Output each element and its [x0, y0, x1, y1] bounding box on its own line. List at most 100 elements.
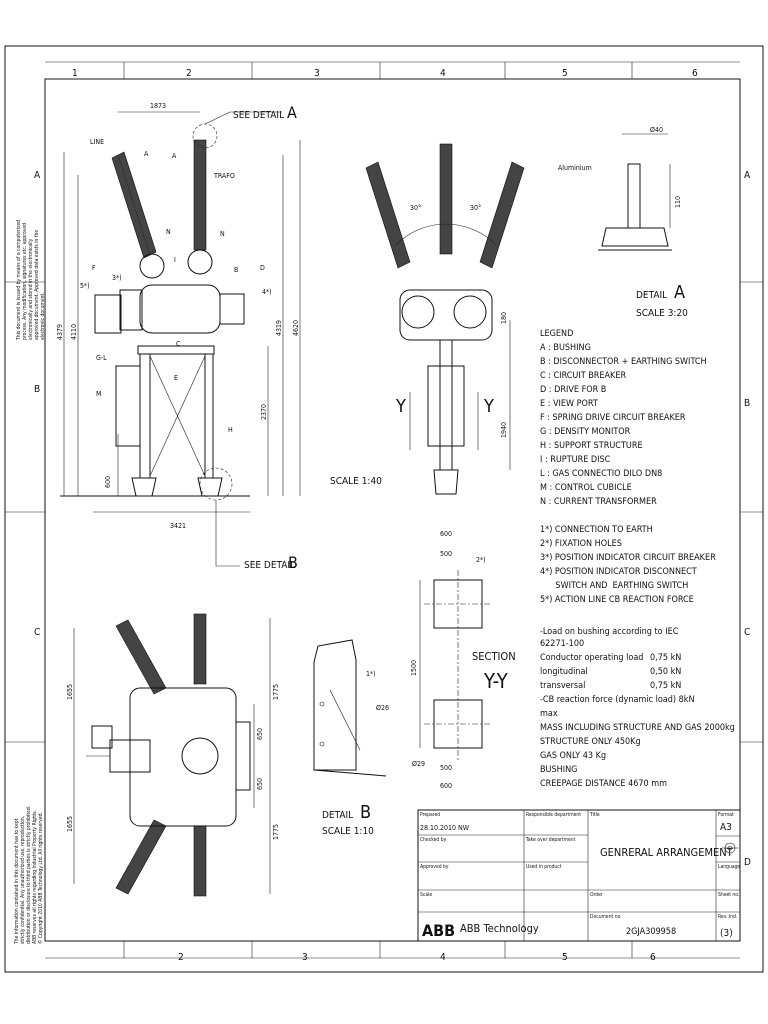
copyright-note-bottom: The information contained in this docume… [14, 806, 44, 945]
detail-b-scale: SCALE 1:10 [322, 826, 374, 837]
tb-doc-label: Document no. [590, 914, 622, 920]
row-label-b-right: B [744, 398, 750, 409]
top-dim-650-b: 650 [256, 778, 264, 790]
load-row-key: Conductor operating load [540, 653, 643, 663]
angle-30-left: 30° [410, 204, 421, 212]
tb-scale-label: Scale [420, 892, 432, 898]
tb-approved-label: Approved by [420, 864, 449, 870]
callout-i: I [174, 256, 176, 264]
load-extra: STRUCTURE ONLY 450Kg [540, 737, 641, 747]
load-notes: -Load on bushing according to IEC 62271-… [540, 627, 735, 789]
outer-frame [4, 45, 764, 973]
top-dim-1775-a: 1775 [272, 684, 280, 700]
tb-sheet-label: Sheet no. [718, 892, 739, 898]
callout-h: H [228, 426, 233, 434]
callout-a-left: A [144, 150, 149, 158]
callout-e: E [174, 374, 178, 382]
breaker-tank [139, 284, 221, 334]
top-dim-1775-b: 1775 [272, 824, 280, 840]
detail-a-scale: SCALE 3:20 [636, 308, 688, 319]
callout-c: C [176, 340, 181, 348]
control-cubicle [115, 365, 141, 447]
detail-a-label: DETAIL [636, 290, 667, 301]
section-yy-label: Y-Y [483, 669, 509, 693]
detail-b-note: 1*) [366, 670, 376, 678]
angle-30-right: 30° [470, 204, 481, 212]
load-line: 62271-100 [540, 639, 584, 649]
side-bushing-right [479, 161, 525, 269]
top-dim-650-a: 650 [256, 728, 264, 740]
callout-4: 4*) [262, 288, 272, 296]
detail-b-letter-big: B [360, 802, 371, 823]
callout-n-left: N [166, 228, 171, 236]
load-extra: GAS ONLY 43 Kg [540, 751, 606, 761]
legend-note: SWITCH AND EARTHING SWITCH [540, 581, 688, 591]
callout-g-l: G-L [96, 354, 107, 362]
top-dim-1655-a: 1655 [66, 684, 74, 700]
col-label-bottom-3: 3 [302, 952, 308, 963]
svg-text:The information contained in t: The information contained in this docume… [14, 818, 20, 945]
legend-item: E : VIEW PORT [540, 399, 598, 409]
callout-b: B [234, 266, 238, 274]
load-row-key: transversal [540, 681, 585, 691]
load-line: -Load on bushing according to IEC [540, 627, 679, 637]
dim-1940: 1940 [500, 422, 508, 438]
svg-text:© Copyright 2010 ABB Technolog: © Copyright 2010 ABB Technology Ltd. All… [37, 812, 44, 944]
section-dim-500-bottom: 500 [440, 764, 452, 772]
dim-4379: 4379 [56, 324, 64, 340]
side-view-scale: SCALE 1:40 [330, 476, 382, 487]
tb-rev: (3) [720, 928, 733, 939]
legend-item: N : CURRENT TRANSFORMER [540, 497, 657, 507]
detail-b-circle [199, 467, 233, 501]
legend-item: D : DRIVE FOR B [540, 385, 606, 395]
side-view: 30° 30° 180 1940 Y Y SCALE 1:40 [330, 143, 525, 495]
section-label: SECTION [472, 650, 516, 663]
legend-item: L : GAS CONNECTIO DILO DN8 [540, 469, 662, 479]
tb-used-in-label: Used in product [526, 864, 562, 870]
tb-title: GENRERAL ARRANGEMENT [600, 846, 734, 859]
detail-a-dia: Ø40 [650, 126, 663, 134]
tb-checked-label: Checked by [420, 837, 447, 843]
legend-note: 3*) POSITION INDICATOR CIRCUIT BREAKER [540, 553, 716, 563]
legend-note: 5*) ACTION LINE CB REACTION FORCE [540, 595, 694, 605]
tb-company: ABB Technology [460, 922, 539, 935]
label-line: LINE [90, 138, 104, 146]
load-extra: MASS INCLUDING STRUCTURE AND GAS 2000kg [540, 723, 735, 733]
bushing-right [187, 139, 213, 275]
load-row-value: 0,75 kN [650, 681, 681, 691]
abb-logo: ABB [422, 921, 455, 940]
svg-text:approved document. Approved da: approved document. Approved data exists … [34, 230, 40, 340]
side-bushing-center [439, 143, 453, 255]
dim-4620: 4620 [292, 320, 300, 336]
tb-resp-dept-label: Responsible department [526, 812, 581, 818]
row-label-c: C [34, 627, 40, 638]
callout-f: F [92, 264, 96, 272]
detail-b-dia: Ø26 [376, 704, 389, 712]
tb-format-label: Format [718, 812, 734, 818]
section-yy: 600 500 2*) 1500 500 600 Ø29 SECTION Y-Y [410, 530, 516, 790]
copyright-note-top: This document is issued by means of a co… [16, 220, 46, 341]
callout-n-right: N [220, 230, 225, 238]
bushing-left [111, 151, 165, 279]
col-label-bottom-6: 6 [650, 952, 656, 963]
section-dim-1500: 1500 [410, 660, 418, 676]
section-note-2: 2*) [476, 556, 486, 564]
projection-symbol-icon [722, 842, 738, 854]
section-dim-500: 500 [440, 550, 452, 558]
dim-2370: 2370 [260, 404, 268, 420]
legend-item: C : CIRCUIT BREAKER [540, 371, 626, 381]
svg-text:ABB reserves all rights regard: ABB reserves all rights regarding Indust… [32, 810, 38, 944]
legend-item: H : SUPPORT STRUCTURE [540, 441, 643, 451]
col-label-bottom-4: 4 [440, 952, 446, 963]
legend-item: F : SPRING DRIVE CIRCUIT BREAKER [540, 413, 686, 423]
top-view: 1655 1655 1775 1775 650 650 [66, 613, 280, 897]
svg-text:distribution or disclosure to: distribution or disclosure to third part… [26, 806, 32, 944]
dim-180: 180 [500, 312, 508, 324]
load-extra: BUSHING [540, 765, 577, 775]
dim-600: 600 [104, 476, 112, 488]
dim-1873: 1873 [150, 102, 166, 110]
tb-takeover-label: Take over department [525, 837, 576, 843]
detail-b-label: DETAIL [322, 810, 353, 821]
detail-a-letter-big: A [674, 282, 685, 303]
